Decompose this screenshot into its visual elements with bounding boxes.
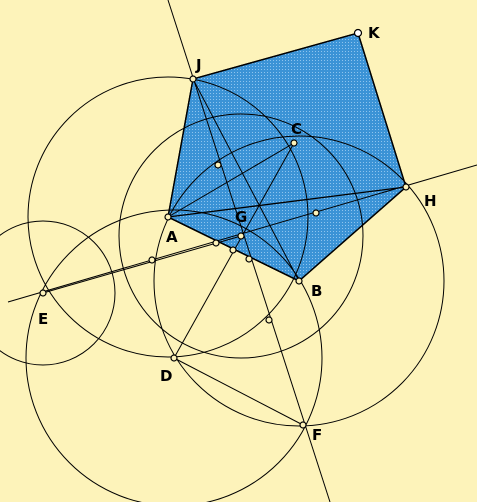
circle-center-B bbox=[153, 135, 445, 427]
segment-D-F bbox=[173, 357, 304, 426]
point-label-B: B bbox=[311, 282, 322, 300]
point-label-A: A bbox=[166, 228, 178, 246]
aux-point-1 bbox=[214, 161, 222, 169]
point-A-marker bbox=[164, 213, 172, 221]
point-D-marker bbox=[170, 354, 178, 362]
pentagon-outline bbox=[167, 32, 407, 282]
point-label-E: E bbox=[38, 310, 48, 328]
circle-center-D bbox=[25, 209, 323, 502]
aux-point-7 bbox=[265, 316, 273, 324]
point-E-marker bbox=[39, 289, 47, 297]
point-label-K: K bbox=[368, 24, 381, 42]
point-label-C: C bbox=[291, 120, 302, 138]
aux-point-3 bbox=[148, 256, 156, 264]
point-B-marker bbox=[295, 277, 303, 285]
aux-point-6 bbox=[245, 255, 253, 263]
point-label-D: D bbox=[160, 367, 172, 385]
segment-A-H bbox=[167, 186, 407, 218]
segment-J-B bbox=[192, 78, 300, 282]
aux-point-5 bbox=[229, 246, 237, 254]
point-C-marker bbox=[290, 139, 298, 147]
segment-E-G bbox=[42, 235, 242, 294]
point-J-marker bbox=[189, 75, 197, 83]
point-K-marker bbox=[353, 28, 363, 38]
circle-center-E bbox=[0, 220, 116, 366]
aux-point-4 bbox=[212, 239, 220, 247]
point-H-marker bbox=[402, 183, 410, 191]
point-F-marker bbox=[299, 421, 307, 429]
circle-center-G bbox=[118, 113, 364, 359]
aux-point-2 bbox=[312, 209, 320, 217]
circle-center-A bbox=[27, 76, 309, 358]
point-label-J: J bbox=[195, 56, 202, 74]
point-G-marker bbox=[237, 232, 245, 240]
segment-A-C bbox=[167, 142, 295, 218]
point-label-F: F bbox=[312, 426, 322, 444]
point-label-G: G bbox=[235, 208, 247, 226]
point-label-H: H bbox=[424, 192, 437, 210]
